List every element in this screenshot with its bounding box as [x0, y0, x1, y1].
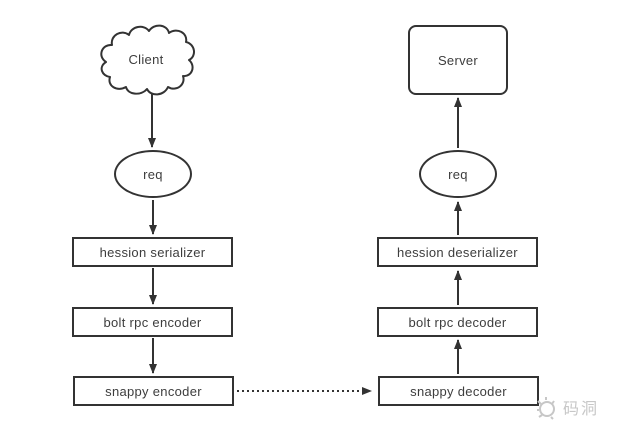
snappy-decoder-node: snappy decoder — [378, 376, 539, 406]
snappy-encoder-label: snappy encoder — [105, 383, 202, 399]
server-node: Server — [408, 25, 508, 95]
hession-deserializer-label: hession deserializer — [397, 244, 518, 260]
hession-deserializer-node: hession deserializer — [377, 237, 538, 267]
snappy-decoder-label: snappy decoder — [410, 383, 507, 399]
req-node-left: req — [114, 150, 192, 198]
req-node-left-label: req — [143, 166, 163, 182]
server-node-label: Server — [437, 52, 479, 68]
watermark-text: 码洞 — [563, 401, 600, 418]
hession-serializer-node: hession serializer — [72, 237, 233, 267]
watermark: 码洞 — [534, 393, 599, 421]
client-cloud-shape — [100, 24, 195, 96]
client-node-label: Client — [128, 52, 164, 67]
req-node-right: req — [419, 150, 497, 198]
codehole-logo-icon — [537, 397, 555, 420]
bolt-rpc-encoder-label: bolt rpc encoder — [103, 314, 202, 330]
bolt-rpc-encoder-node: bolt rpc encoder — [72, 307, 233, 337]
req-node-right-label: req — [448, 166, 468, 182]
hession-serializer-label: hession serializer — [99, 244, 206, 260]
bolt-rpc-decoder-node: bolt rpc decoder — [377, 307, 538, 337]
bolt-rpc-decoder-label: bolt rpc decoder — [408, 314, 507, 330]
snappy-encoder-node: snappy encoder — [73, 376, 234, 406]
